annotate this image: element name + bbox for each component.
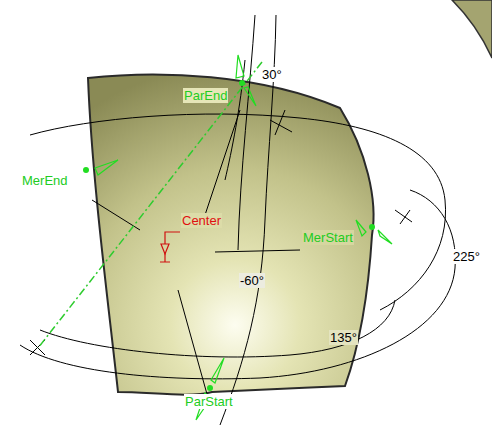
second-surface (452, 0, 492, 58)
angle-label: -60° (239, 273, 265, 288)
direction-arrows (95, 55, 392, 420)
angle-label: 225° (452, 249, 481, 264)
center-label: Center (181, 213, 222, 228)
axis-line (38, 62, 262, 348)
construction-lines (20, 15, 455, 425)
angle-label: 135° (329, 330, 358, 345)
handle-points (83, 80, 375, 391)
angle-label: 30° (261, 67, 283, 82)
handle-label: MerStart (302, 230, 354, 245)
handle-label: MerEnd (21, 173, 69, 188)
handle-label: ParEnd (183, 88, 228, 103)
handle-label: ParStart (184, 394, 234, 409)
center-marker (160, 232, 180, 262)
